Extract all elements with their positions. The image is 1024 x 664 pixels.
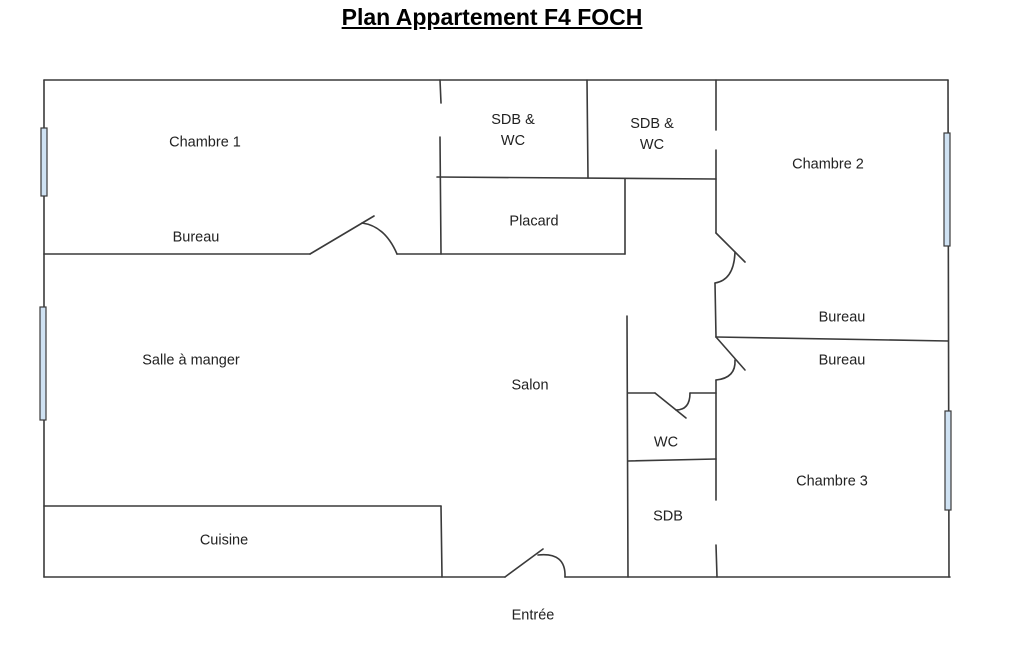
- room-label-entree: Entrée: [511, 607, 555, 624]
- room-label-sdb: SDB: [653, 508, 683, 525]
- door-chambre3: [715, 336, 746, 381]
- label-line: WC: [639, 137, 665, 153]
- wall-cuisine-right: [440, 505, 443, 578]
- room-label-chambre1: Chambre 1: [169, 134, 241, 151]
- room-label-bureau-2: Bureau: [818, 309, 866, 326]
- room-label-salle-a-manger: Salle à manger: [142, 352, 240, 369]
- room-label-bureau-1: Bureau: [172, 229, 220, 246]
- label-line: SDB &: [630, 116, 674, 132]
- room-label-chambre3: Chambre 3: [796, 473, 868, 490]
- label-line: WC: [500, 133, 526, 149]
- room-label-cuisine: Cuisine: [199, 532, 249, 549]
- doors: [309, 215, 746, 578]
- window-chambre2: [943, 132, 951, 247]
- wall: [626, 315, 629, 578]
- room-label-bureau-3: Bureau: [818, 352, 866, 369]
- wall: [439, 79, 442, 104]
- wall: [586, 79, 589, 179]
- door-chambre1: [309, 215, 398, 255]
- room-label-sdb-wc-1: SDB & WC: [491, 110, 535, 152]
- room-label-placard: Placard: [509, 213, 559, 230]
- wall: [439, 136, 442, 255]
- wall: [715, 544, 718, 578]
- window-salle-a-manger: [39, 306, 47, 421]
- label-line: SDB &: [491, 112, 535, 128]
- wall: [714, 282, 717, 338]
- room-label-wc: WC: [653, 434, 679, 451]
- door-chambre2: [714, 232, 746, 284]
- room-label-sdb-wc-2: SDB & WC: [630, 114, 674, 156]
- windows: [39, 127, 952, 511]
- door-entree: [504, 548, 566, 578]
- window-chambre3: [944, 410, 952, 511]
- plan-title: Plan Appartement F4 FOCH: [341, 4, 643, 30]
- door-wc: [654, 392, 691, 419]
- window-chambre1: [40, 127, 48, 197]
- wall: [627, 458, 717, 462]
- room-label-chambre2: Chambre 2: [792, 156, 864, 173]
- room-label-salon: Salon: [511, 377, 549, 394]
- wall: [436, 176, 717, 180]
- wall-chambre2-bottom: [715, 336, 949, 342]
